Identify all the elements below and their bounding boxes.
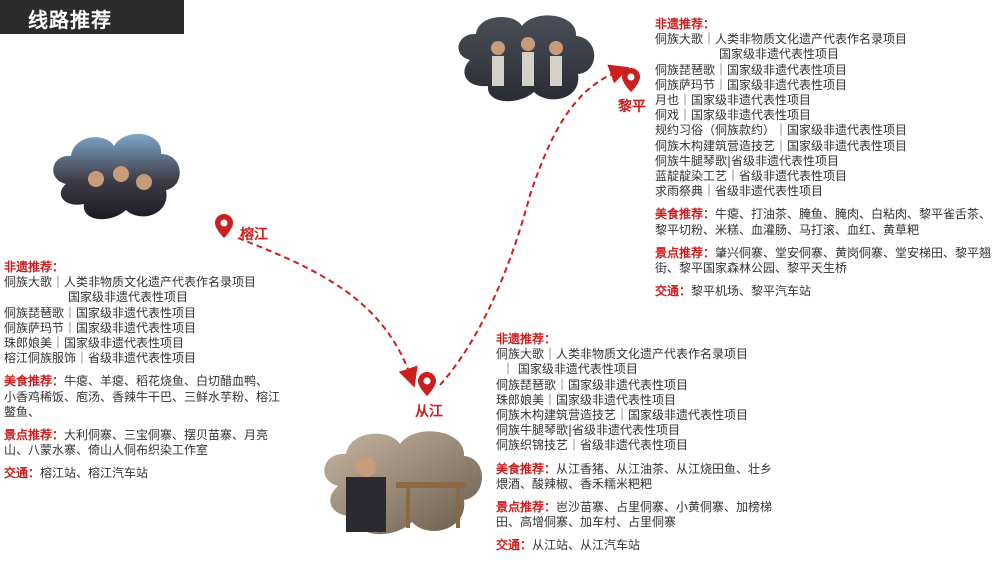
congjiang-info: 非遗推荐： 侗族大歌｜人类非物质文化遗产代表作名录项目 ｜ 国家级非遗代表性项目… (496, 332, 774, 554)
congjiang-food-label: 美食推荐： (496, 461, 557, 476)
list-item: 国家级非遗代表性项目 (68, 290, 189, 305)
list-item: 侗族萨玛节｜国家级非遗代表性项目 (4, 320, 197, 335)
liping-pin (622, 68, 640, 92)
liping-sights-label: 景点推荐： (655, 245, 716, 260)
congjiang-photo (316, 422, 488, 544)
liping-info: 非遗推荐： 侗族大歌｜人类非物质文化遗产代表作名录项目 国家级非遗代表性项目 侗… (655, 17, 997, 299)
list-item: 月也｜国家级非遗代表性项目 (655, 93, 812, 108)
rongjiang-pin (215, 214, 233, 238)
location-pin-icon (622, 68, 640, 92)
rongjiang-photo (46, 124, 186, 224)
rongjiang-sights-label: 景点推荐： (4, 428, 65, 443)
page-header: 线路推荐 (0, 0, 184, 34)
list-item: 榕江侗族服饰｜省级非遗代表性项目 (4, 351, 197, 366)
list-item: 侗族琵琶歌｜国家级非遗代表性项目 (655, 62, 848, 77)
list-item: 侗族牛腿琴歌|省级非遗代表性项目 (655, 153, 840, 168)
congjiang-heritage-label: 非遗推荐： (496, 332, 557, 346)
list-item: ｜ 国家级非遗代表性项目 (502, 362, 638, 377)
list-item: 侗族织锦技艺｜省级非遗代表性项目 (496, 438, 689, 453)
liping-sights: 景点推荐：肇兴侗寨、堂安侗寨、黄岗侗寨、堂安梯田、黎平翘街、黎平国家森林公园、黎… (655, 246, 997, 276)
liping-photo (452, 8, 602, 108)
location-pin-icon (418, 372, 436, 396)
liping-heritage-label: 非遗推荐： (655, 17, 716, 31)
liping-traffic-label: 交通： (655, 284, 692, 299)
liping-sights-text: 肇兴侗寨、堂安侗寨、黄岗侗寨、堂安梯田、黎平翘街、黎平国家森林公园、黎平天生桥 (655, 245, 992, 276)
list-item: 侗族大歌｜人类非物质文化遗产代表作名录项目 (655, 32, 908, 47)
list-item: 侗族牛腿琴歌|省级非遗代表性项目 (496, 423, 681, 438)
list-item: 侗族琵琶歌｜国家级非遗代表性项目 (4, 305, 197, 320)
congjiang-food-text: 从江香猪、从江油茶、从江烧田鱼、壮乡煨酒、酸辣椒、香禾糯米粑粑 (496, 461, 773, 491)
congjiang-sights: 景点推荐：岜沙苗寨、占里侗寨、小黄侗寨、加榜梯田、高增侗寨、加车村、占里侗寨 (496, 500, 774, 530)
rongjiang-food-label: 美食推荐： (4, 374, 65, 389)
list-item: 规约习俗（侗族款约）｜国家级非遗代表性项目 (655, 123, 908, 138)
rongjiang-heritage-label: 非遗推荐： (4, 260, 65, 274)
congjiang-food: 美食推荐：从江香猪、从江油茶、从江烧田鱼、壮乡煨酒、酸辣椒、香禾糯米粑粑 (496, 462, 774, 492)
liping-food-text: 牛瘪、打油茶、腌鱼、腌肉、白粘肉、黎平雀舌茶、黎平切粉、米糕、血灌肠、马打滚、血… (655, 207, 992, 237)
congjiang-traffic-label: 交通： (496, 538, 533, 553)
list-item: 侗戏｜国家级非遗代表性项目 (655, 108, 812, 123)
list-item: 侗族琵琶歌｜国家级非遗代表性项目 (496, 377, 689, 392)
congjiang-sights-label: 景点推荐： (496, 500, 557, 515)
list-item: 侗族木构建筑营造技艺｜国家级非遗代表性项目 (496, 408, 749, 423)
list-item: 侗族木构建筑营造技艺｜国家级非遗代表性项目 (655, 138, 908, 153)
list-item: 侗族大歌｜人类非物质文化遗产代表作名录项目 (4, 275, 257, 290)
page-title: 线路推荐 (28, 8, 112, 32)
liping-traffic: 交通：黎平机场、黎平汽车站 (655, 284, 997, 299)
location-pin-icon (215, 214, 233, 238)
list-item: 国家级非遗代表性项目 (719, 47, 840, 62)
list-item: 蓝靛靛染工艺｜省级非遗代表性项目 (655, 169, 848, 184)
congjiang-pin (418, 372, 436, 396)
congjiang-traffic: 交通：从江站、从江汽车站 (496, 538, 774, 553)
list-item: 侗族萨玛节｜国家级非遗代表性项目 (655, 77, 848, 92)
city-label-congjiang: 从江 (415, 404, 443, 420)
rongjiang-sights-text: 大利侗寨、三宝侗寨、摆贝苗寨、月亮山、八蒙水寨、倚山人侗布织染工作室 (4, 428, 269, 458)
list-item: 侗族大歌｜人类非物质文化遗产代表作名录项目 (496, 347, 749, 362)
rongjiang-traffic-label: 交通： (4, 466, 41, 481)
city-label-rongjiang: 榕江 (240, 227, 268, 243)
rongjiang-traffic: 交通：榕江站、榕江汽车站 (4, 466, 280, 481)
city-label-liping: 黎平 (618, 99, 646, 115)
rongjiang-traffic-text: 榕江站、榕江汽车站 (40, 466, 149, 481)
liping-food: 美食推荐：牛瘪、打油茶、腌鱼、腌肉、白粘肉、黎平雀舌茶、黎平切粉、米糕、血灌肠、… (655, 207, 997, 237)
rongjiang-food-text: 牛瘪、羊瘪、稻花烧鱼、白切醋血鸭、小香鸡稀饭、庖汤、香辣牛干巴、三鲜水芋粉、榕江… (4, 374, 281, 419)
list-item: 求雨祭典｜省级非遗代表性项目 (655, 184, 824, 199)
rongjiang-food: 美食推荐：牛瘪、羊瘪、稻花烧鱼、白切醋血鸭、小香鸡稀饭、庖汤、香辣牛干巴、三鲜水… (4, 374, 280, 420)
liping-traffic-text: 黎平机场、黎平汽车站 (691, 284, 812, 299)
liping-food-label: 美食推荐： (655, 207, 716, 222)
list-item: 珠郎娘美｜国家级非遗代表性项目 (496, 392, 677, 407)
list-item: 珠郎娘美｜国家级非遗代表性项目 (4, 336, 185, 351)
congjiang-traffic-text: 从江站、从江汽车站 (532, 538, 641, 553)
congjiang-sights-text: 岜沙苗寨、占里侗寨、小黄侗寨、加榜梯田、高增侗寨、加车村、占里侗寨 (496, 500, 773, 530)
rongjiang-info: 非遗推荐： 侗族大歌｜人类非物质文化遗产代表作名录项目 国家级非遗代表性项目 侗… (4, 260, 280, 482)
rongjiang-sights: 景点推荐：大利侗寨、三宝侗寨、摆贝苗寨、月亮山、八蒙水寨、倚山人侗布织染工作室 (4, 428, 280, 458)
